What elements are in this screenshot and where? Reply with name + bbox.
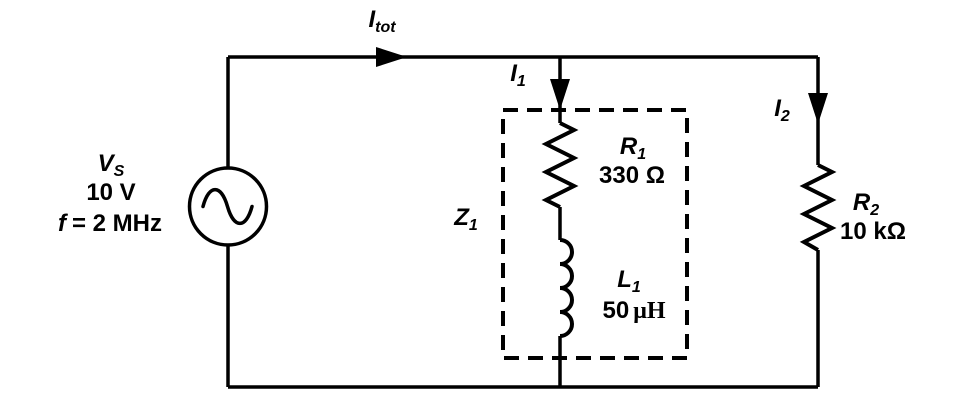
resistor-r2-symbol xyxy=(799,163,837,252)
i1-symbol: I xyxy=(510,60,517,87)
label-r2: R2 xyxy=(852,189,879,219)
r1-subscript: 1 xyxy=(637,146,647,163)
l1-subscript: 1 xyxy=(631,279,641,296)
circuit-wires xyxy=(226,55,820,389)
label-vs: VS xyxy=(97,150,125,180)
l1-value: 50 xyxy=(602,297,630,324)
label-source-voltage: 10 V xyxy=(86,181,135,205)
r2-symbol: R xyxy=(852,189,871,216)
label-i1: I1 xyxy=(510,60,526,90)
i2-symbol: I xyxy=(774,95,781,122)
frequency-symbol: f xyxy=(57,210,66,237)
label-r1: R1 xyxy=(619,133,646,163)
i2-subscript: 2 xyxy=(780,108,790,125)
label-l1: L1 xyxy=(617,266,641,296)
frequency-value: = 2 MHz xyxy=(71,210,163,237)
itot-arrowhead-icon xyxy=(376,47,407,67)
label-i-tot: Itot xyxy=(368,6,395,36)
l1-unit: μH xyxy=(633,298,666,324)
label-z1: Z1 xyxy=(454,204,478,234)
label-r1-value: 330 Ω xyxy=(599,164,665,188)
i1-subscript: 1 xyxy=(516,73,526,90)
i2-arrowhead-icon xyxy=(808,93,828,124)
label-i2: I2 xyxy=(774,95,790,125)
r2-subscript: 2 xyxy=(870,202,880,219)
i1-arrowhead-icon xyxy=(550,79,570,110)
r1-symbol: R xyxy=(619,133,638,160)
vs-symbol: V xyxy=(97,150,114,177)
ac-source-circle xyxy=(187,166,269,247)
i-tot-subscript: tot xyxy=(375,19,396,36)
sine-wave-icon xyxy=(201,187,254,226)
label-r2-value: 10 kΩ xyxy=(840,220,906,244)
i-tot-symbol: I xyxy=(368,6,376,33)
resistor-r1-symbol xyxy=(541,121,579,209)
inductor-l1-symbol xyxy=(559,238,574,338)
label-source-frequency: f= 2 MHz xyxy=(58,212,162,236)
z1-subscript: 1 xyxy=(468,217,478,234)
l1-symbol: L xyxy=(617,266,632,293)
r1-value: 330 Ω xyxy=(599,162,665,189)
ac-source-symbol xyxy=(187,166,269,247)
source-voltage-value: 10 V xyxy=(86,179,136,206)
vs-subscript: S xyxy=(113,163,125,180)
z1-symbol: Z xyxy=(454,204,469,231)
r2-value: 10 kΩ xyxy=(840,218,906,245)
